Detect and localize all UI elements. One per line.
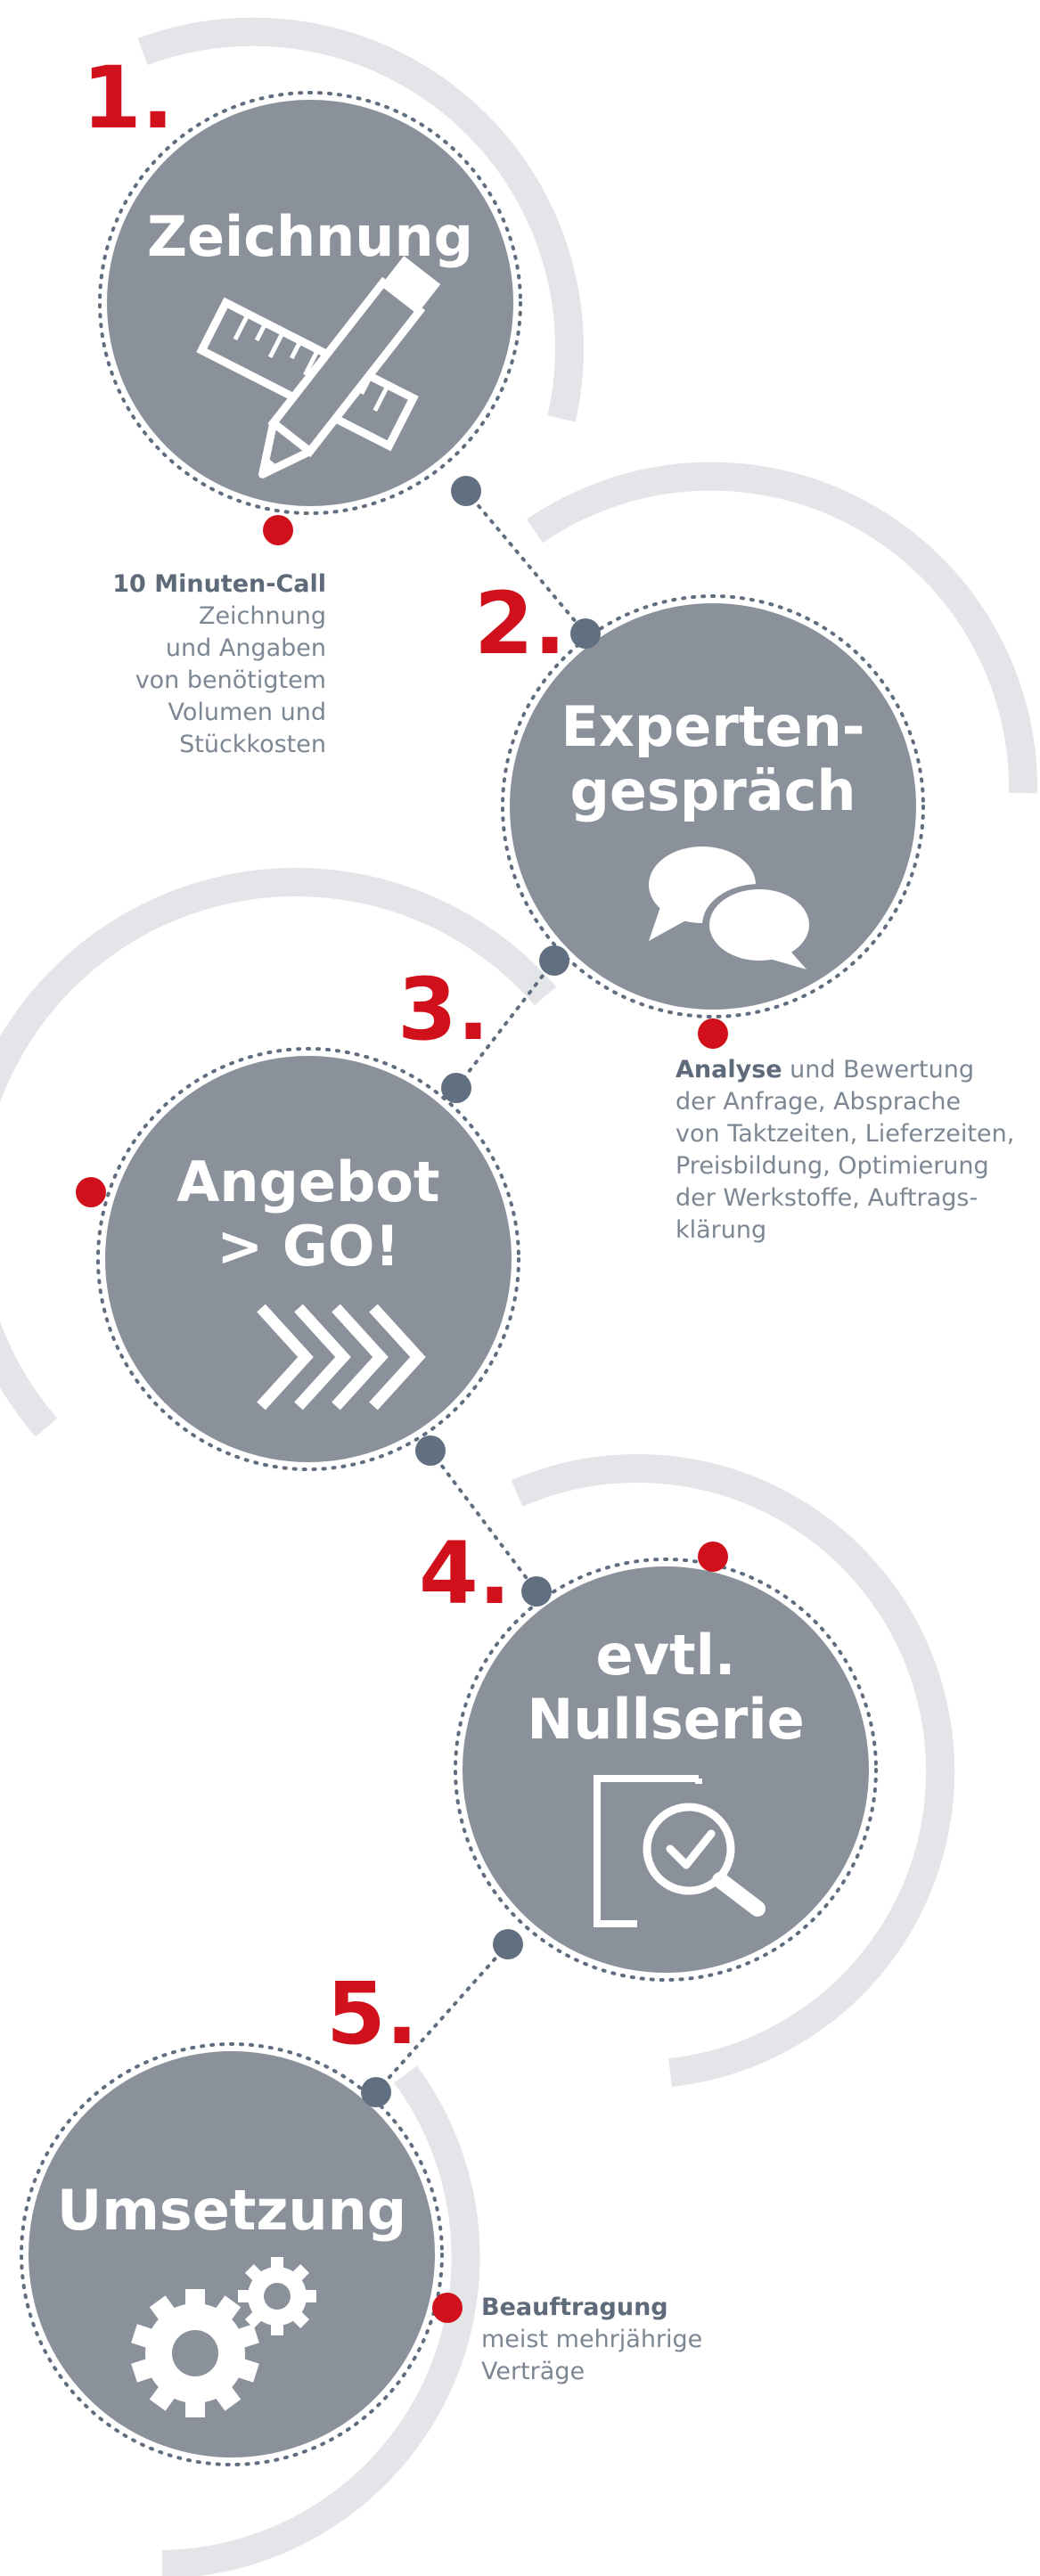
description-1-line-5: Stückkosten bbox=[179, 731, 326, 758]
step-title-1: Zeichnung bbox=[123, 205, 497, 269]
description-1-line-2: und Angaben bbox=[165, 634, 326, 662]
step-number-5: 5. bbox=[326, 1964, 419, 2064]
step-title-4-line-1: evtl. bbox=[595, 1623, 736, 1688]
step-number-3: 3. bbox=[397, 960, 490, 1059]
description-2-line-1: der Anfrage, Absprache bbox=[676, 1088, 962, 1116]
description-2-bold: Analyse bbox=[676, 1056, 782, 1084]
arc-step-4 bbox=[511, 1454, 955, 2087]
chevrons-right-icon bbox=[257, 1304, 426, 1411]
circle-step-2 bbox=[510, 603, 916, 1010]
description-2-line-2: von Taktzeiten, Lieferzeiten, bbox=[676, 1120, 1015, 1148]
description-step-1: 10 Minuten-Call Zeichnung und Angaben vo… bbox=[53, 568, 326, 761]
description-2-line-3: Preisbildung, Optimierung bbox=[676, 1152, 989, 1180]
connector-lines bbox=[374, 489, 587, 2094]
document-magnifier-check-icon bbox=[594, 1775, 766, 1927]
step-title-3: Angebot > GO! bbox=[121, 1150, 495, 1279]
step-circles bbox=[29, 100, 916, 2457]
description-1-bold: 10 Minuten-Call bbox=[112, 570, 326, 598]
step-title-5-line-1: Umsetzung bbox=[56, 2178, 407, 2243]
arc-step-1 bbox=[137, 17, 584, 422]
step-number-4: 4. bbox=[419, 1524, 512, 1623]
connector-dots bbox=[361, 476, 601, 2107]
dotted-rings bbox=[20, 91, 925, 2466]
description-1-line-4: Volumen und bbox=[168, 699, 326, 726]
step-title-3-line-2: > GO! bbox=[217, 1214, 400, 1279]
arc-step-2 bbox=[526, 462, 1038, 794]
step-title-4-line-2: Nullserie bbox=[527, 1687, 805, 1752]
description-step-5: Beauftragung meist mehrjährige Verträge bbox=[481, 2292, 775, 2388]
arc-step-5 bbox=[161, 2065, 480, 2576]
arc-step-3 bbox=[0, 867, 557, 1437]
circle-step-5 bbox=[29, 2051, 435, 2457]
ruler-pencil-icon bbox=[196, 256, 441, 478]
step-title-2: Experten- gespräch bbox=[526, 695, 900, 823]
step-number-2: 2. bbox=[474, 574, 567, 674]
background-arcs bbox=[0, 17, 1038, 2576]
description-1-line-1: Zeichnung bbox=[198, 602, 326, 630]
description-5-line-1: meist mehrjährige bbox=[481, 2326, 703, 2353]
step-number-1: 1. bbox=[82, 48, 175, 148]
step-title-5: Umsetzung bbox=[45, 2179, 419, 2243]
description-1-line-3: von benötigtem bbox=[135, 666, 326, 694]
step-title-2-line-2: gespräch bbox=[569, 758, 856, 823]
circle-step-4 bbox=[463, 1566, 869, 1973]
step-title-1-line-1: Zeichnung bbox=[147, 204, 473, 269]
accent-dots bbox=[76, 515, 728, 2323]
step-title-3-line-1: Angebot bbox=[176, 1149, 440, 1214]
description-2-line-5: klärung bbox=[676, 1216, 767, 1244]
description-5-line-2: Verträge bbox=[481, 2358, 586, 2385]
step-title-2-line-1: Experten- bbox=[561, 694, 865, 759]
step-title-4: evtl. Nullserie bbox=[479, 1623, 853, 1752]
description-5-bold: Beauftragung bbox=[481, 2294, 668, 2321]
description-step-2: Analyse und Bewertung der Anfrage, Abspr… bbox=[676, 1054, 1032, 1247]
speech-bubbles-icon bbox=[649, 846, 816, 969]
description-2-line-4: der Werkstoffe, Auftrags- bbox=[676, 1184, 979, 1212]
description-2-first-rest: und Bewertung bbox=[782, 1056, 974, 1084]
